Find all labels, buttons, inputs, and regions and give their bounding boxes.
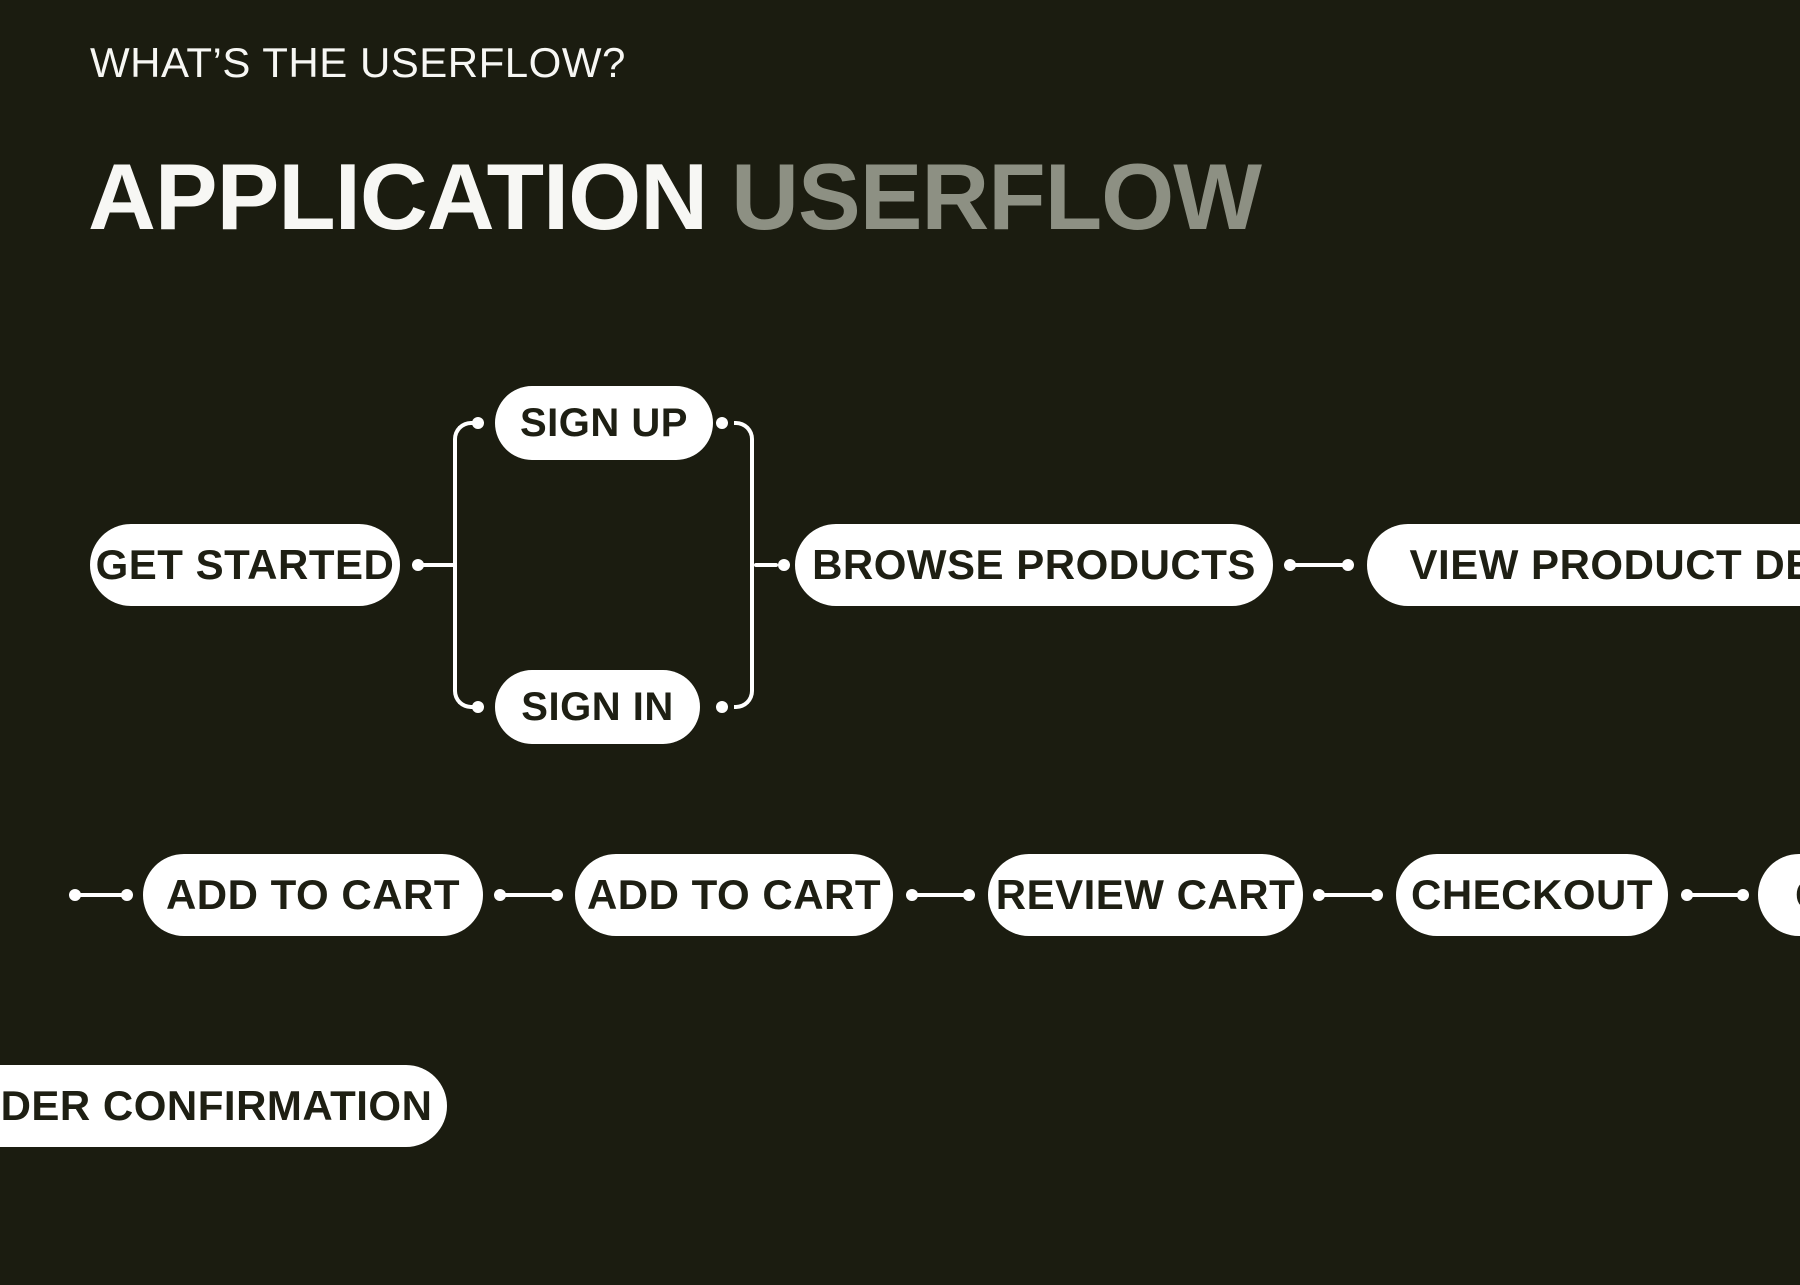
merge-bracket [734,421,754,709]
connector-line [418,563,456,567]
node-view-product-details: VIEW PRODUCT DETAILS [1367,524,1800,606]
node-label: BROWSE PRODUCTS [812,541,1256,588]
connector-dot [778,559,790,571]
connector [1284,559,1354,571]
node-next-step-partial: ORDER CONFIRMATION [1758,854,1800,936]
connector-dot [472,701,484,713]
connector-dot [716,417,728,429]
node-add-to-cart-1: ADD TO CART [143,854,483,936]
connector-dot [716,701,728,713]
page-title-secondary: USERFLOW [731,144,1262,249]
connector [906,889,975,901]
node-get-started: GET STARTED [90,524,400,606]
node-add-to-cart-2: ADD TO CART [575,854,893,936]
node-label: ADD TO CART [586,871,882,918]
connector [1681,889,1749,901]
connector-dot [472,417,484,429]
node-label: SIGN IN [521,685,674,729]
node-label: GET STARTED [95,541,395,588]
node-review-cart: REVIEW CART [988,854,1303,936]
node-browse-products: BROWSE PRODUCTS [795,524,1273,606]
node-sign-up: SIGN UP [495,386,713,460]
node-order-confirmation: ORDER CONFIRMATION [0,1065,447,1147]
node-label: ORDER CONFIRMATION [1795,874,1800,916]
node-sign-in: SIGN IN [495,670,700,744]
node-label: SIGN UP [520,401,688,445]
node-checkout: CHECKOUT [1396,854,1668,936]
connector [1313,889,1383,901]
node-label: CHECKOUT [1411,871,1653,918]
node-label: ORDER CONFIRMATION [0,1082,433,1129]
kicker-text: WHAT’S THE USERFLOW? [90,39,626,86]
connector-line [754,563,778,567]
node-label: REVIEW CART [995,871,1296,918]
connector [69,889,133,901]
node-label: VIEW PRODUCT DETAILS [1409,541,1800,588]
branch-bracket [453,421,473,709]
node-label: ADD TO CART [165,871,461,918]
page-title-primary: APPLICATION [88,144,708,249]
connector [494,889,563,901]
